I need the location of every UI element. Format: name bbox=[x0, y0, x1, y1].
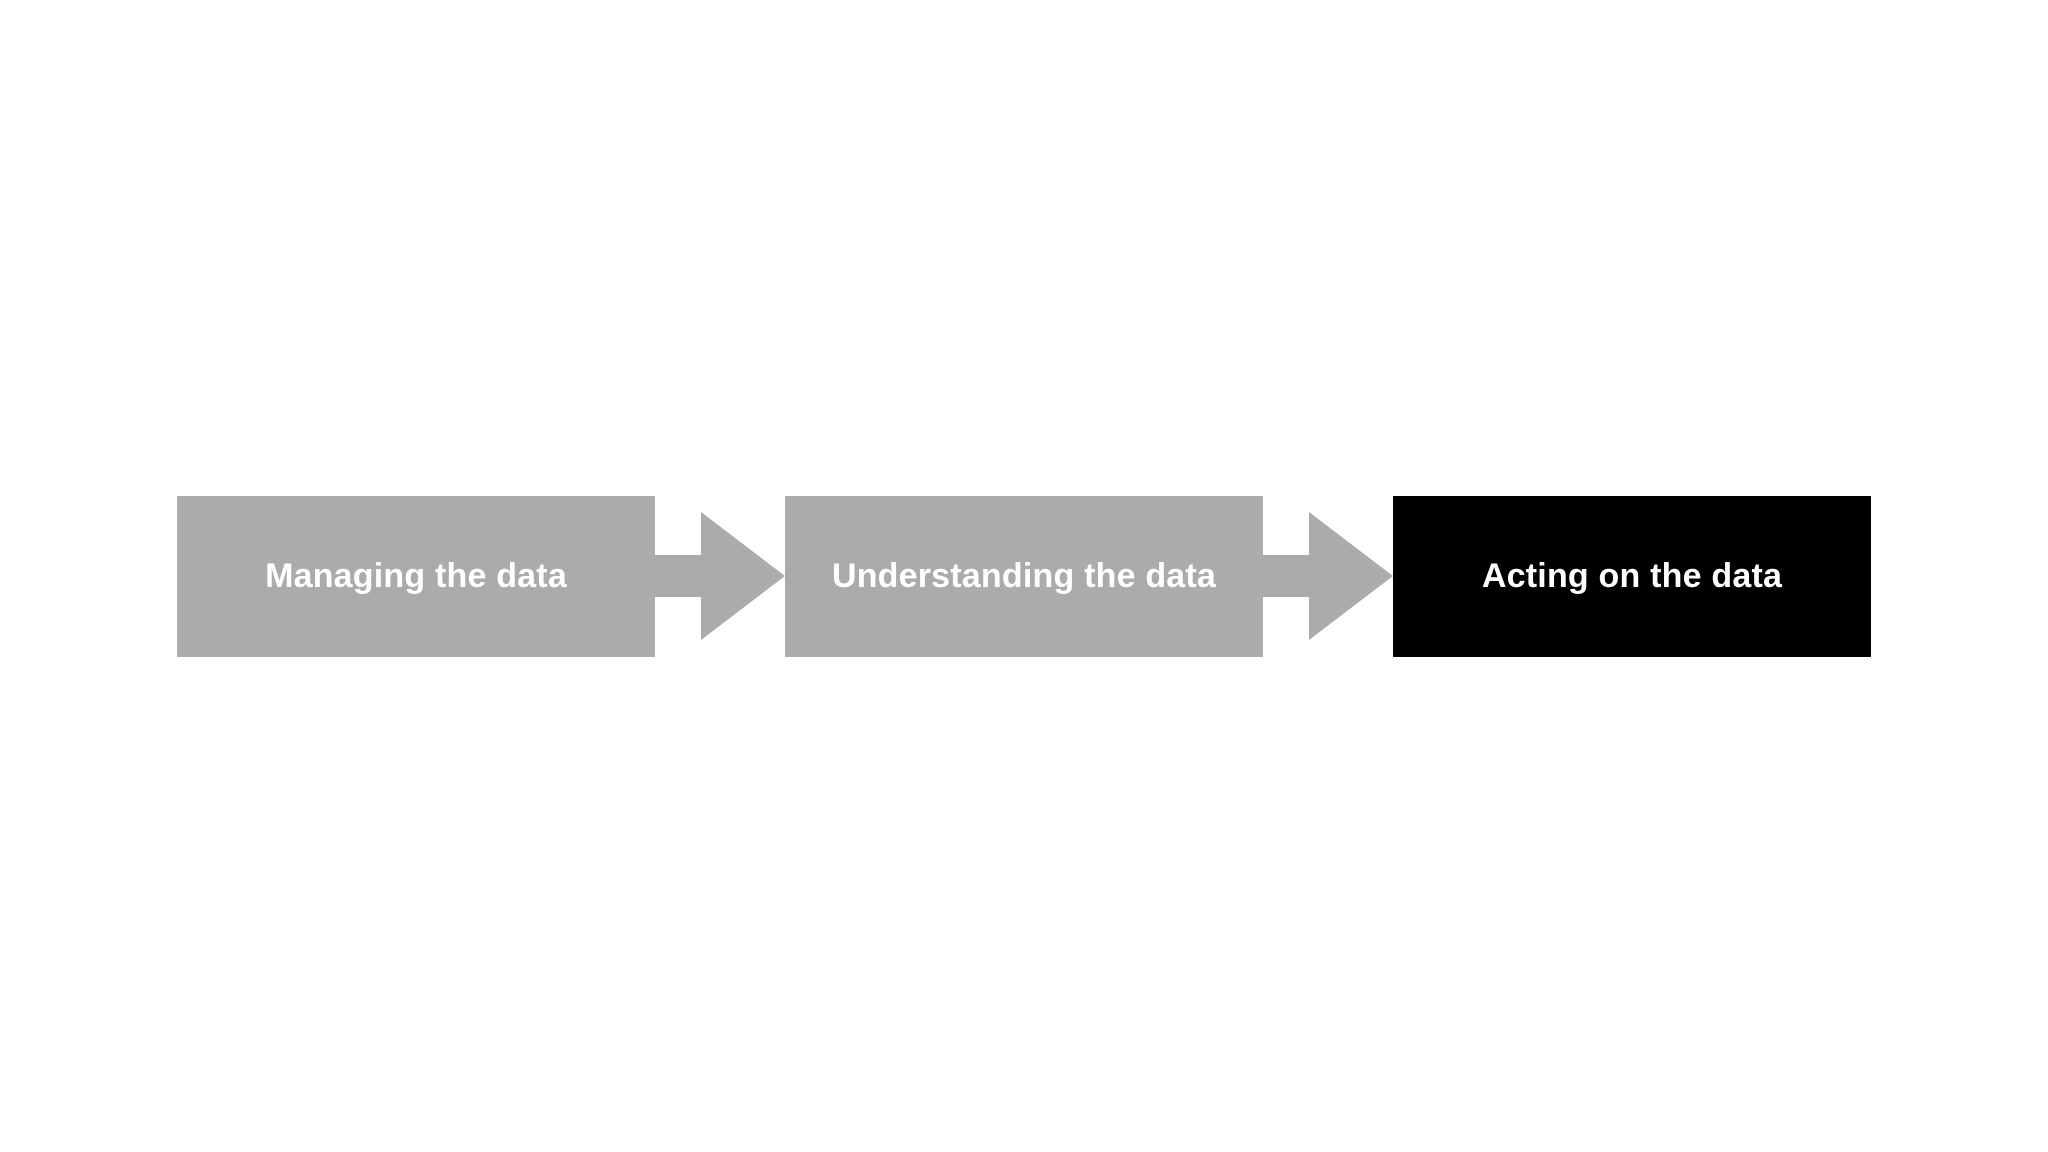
step-box-acting-on-the-data: Acting on the data bbox=[1393, 495, 1871, 657]
right-arrow-shaft bbox=[1263, 555, 1309, 597]
step-label: Understanding the data bbox=[831, 556, 1217, 595]
right-arrow-icon bbox=[655, 496, 785, 657]
right-arrow-head bbox=[701, 512, 785, 640]
process-flow-diagram: Managing the data Understanding the data… bbox=[177, 495, 1871, 657]
right-arrow-shaft bbox=[655, 555, 701, 597]
step-label: Acting on the data bbox=[1481, 556, 1783, 595]
right-arrow-icon bbox=[1263, 496, 1393, 657]
step-label: Managing the data bbox=[265, 556, 567, 595]
right-arrow-head bbox=[1309, 512, 1393, 640]
step-box-understanding-the-data: Understanding the data bbox=[785, 495, 1263, 657]
step-box-managing-the-data: Managing the data bbox=[177, 495, 655, 657]
